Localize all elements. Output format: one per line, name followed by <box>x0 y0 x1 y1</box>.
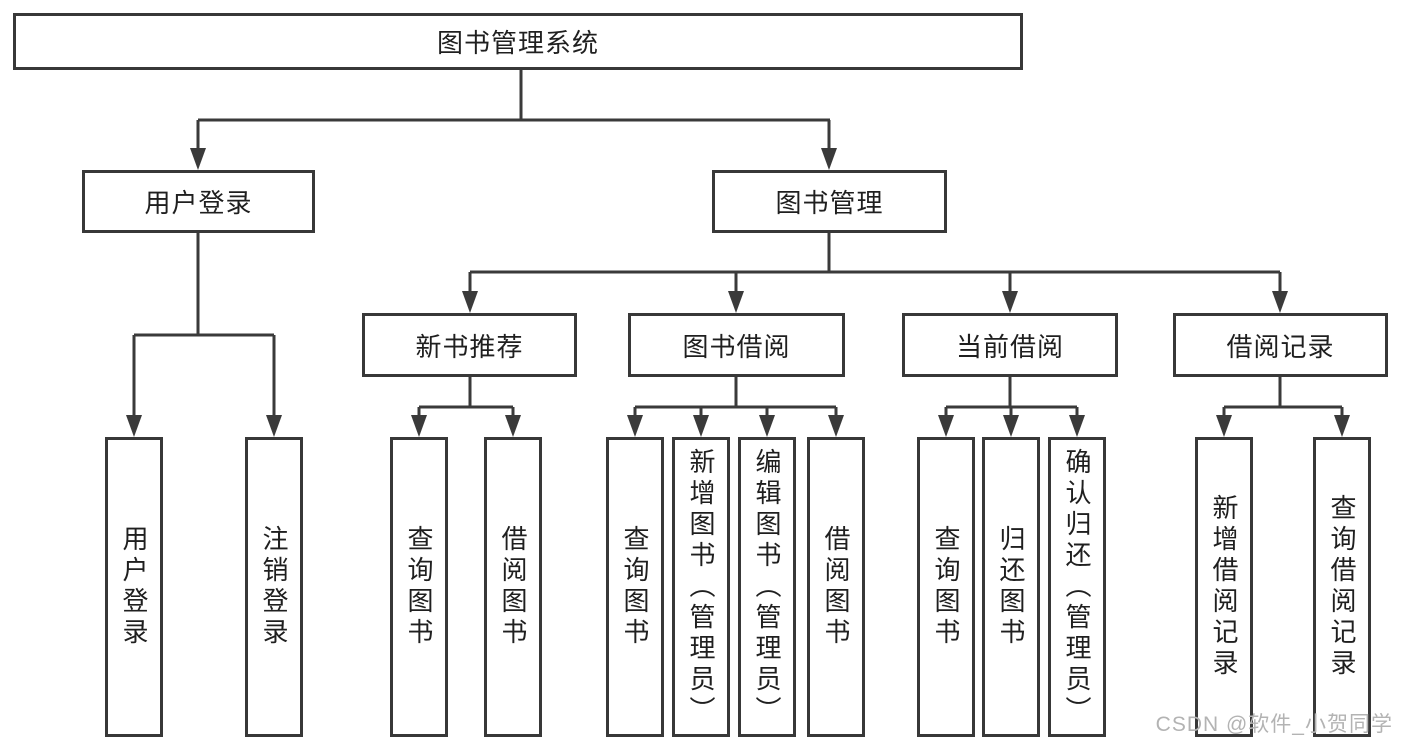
node-user-login: 用户登录 <box>82 170 315 233</box>
arrowhead <box>693 415 709 437</box>
arrowhead <box>759 415 775 437</box>
leaf-borrow-books-recommend: 借阅图书 <box>484 437 542 737</box>
node-label: 图书借阅 <box>682 331 791 362</box>
node-book-management: 图书管理 <box>712 170 947 233</box>
node-label: 图书管理系统 <box>436 28 599 58</box>
leaf-label: 确认归还（管理员） <box>1062 447 1092 727</box>
node-label: 新书推荐 <box>415 331 524 362</box>
leaf-logout: 注销登录 <box>245 437 303 737</box>
leaf-query-books-recommend: 查询图书 <box>390 437 448 737</box>
arrowhead <box>828 415 844 437</box>
arrowhead <box>190 148 206 170</box>
leaf-label: 借阅图书 <box>821 525 851 649</box>
leaf-label: 查询借阅记录 <box>1327 494 1357 680</box>
leaf-add-books-admin: 新增图书（管理员） <box>672 437 730 737</box>
leaf-label: 新增借阅记录 <box>1209 494 1239 680</box>
leaf-borrow-books: 借阅图书 <box>807 437 865 737</box>
arrowhead <box>627 415 643 437</box>
arrowhead <box>126 415 142 437</box>
arrowhead <box>411 415 427 437</box>
leaf-query-books-borrow: 查询图书 <box>606 437 664 737</box>
leaf-query-borrow-record: 查询借阅记录 <box>1313 437 1371 737</box>
arrowhead <box>266 415 282 437</box>
leaf-return-books: 归还图书 <box>982 437 1040 737</box>
arrowhead <box>821 148 837 170</box>
node-library-management-system: 图书管理系统 <box>13 13 1023 70</box>
watermark: CSDN @软件_小贺同学 <box>1155 713 1393 736</box>
arrowhead <box>1334 415 1350 437</box>
leaf-label: 新增图书（管理员） <box>686 447 716 727</box>
node-current-borrowing: 当前借阅 <box>902 313 1118 377</box>
node-book-borrowing: 图书借阅 <box>628 313 845 377</box>
arrowhead <box>462 291 478 313</box>
arrowhead <box>1002 291 1018 313</box>
node-label: 借阅记录 <box>1226 331 1335 362</box>
leaf-label: 注销登录 <box>259 525 289 649</box>
node-new-book-recommendation: 新书推荐 <box>362 313 577 377</box>
leaf-label: 查询图书 <box>404 525 434 649</box>
node-label: 当前借阅 <box>955 331 1064 362</box>
leaf-label: 归还图书 <box>996 525 1026 649</box>
leaf-query-books-current: 查询图书 <box>917 437 975 737</box>
leaf-label: 编辑图书（管理员） <box>752 447 782 727</box>
node-borrowing-records: 借阅记录 <box>1173 313 1388 377</box>
arrowhead <box>1069 415 1085 437</box>
leaf-label: 查询图书 <box>620 525 650 649</box>
leaf-edit-books-admin: 编辑图书（管理员） <box>738 437 796 737</box>
leaf-user-login: 用户登录 <box>105 437 163 737</box>
arrowhead <box>1216 415 1232 437</box>
node-label: 用户登录 <box>144 188 253 218</box>
leaf-label: 用户登录 <box>119 525 149 649</box>
leaf-add-borrow-record: 新增借阅记录 <box>1195 437 1253 737</box>
arrowhead <box>505 415 521 437</box>
leaf-confirm-return-admin: 确认归还（管理员） <box>1048 437 1106 737</box>
arrowhead <box>938 415 954 437</box>
arrowhead <box>1003 415 1019 437</box>
node-label: 图书管理 <box>775 188 884 218</box>
arrowhead <box>1272 291 1288 313</box>
arrowhead <box>728 291 744 313</box>
leaf-label: 查询图书 <box>931 525 961 649</box>
leaf-label: 借阅图书 <box>498 525 528 649</box>
